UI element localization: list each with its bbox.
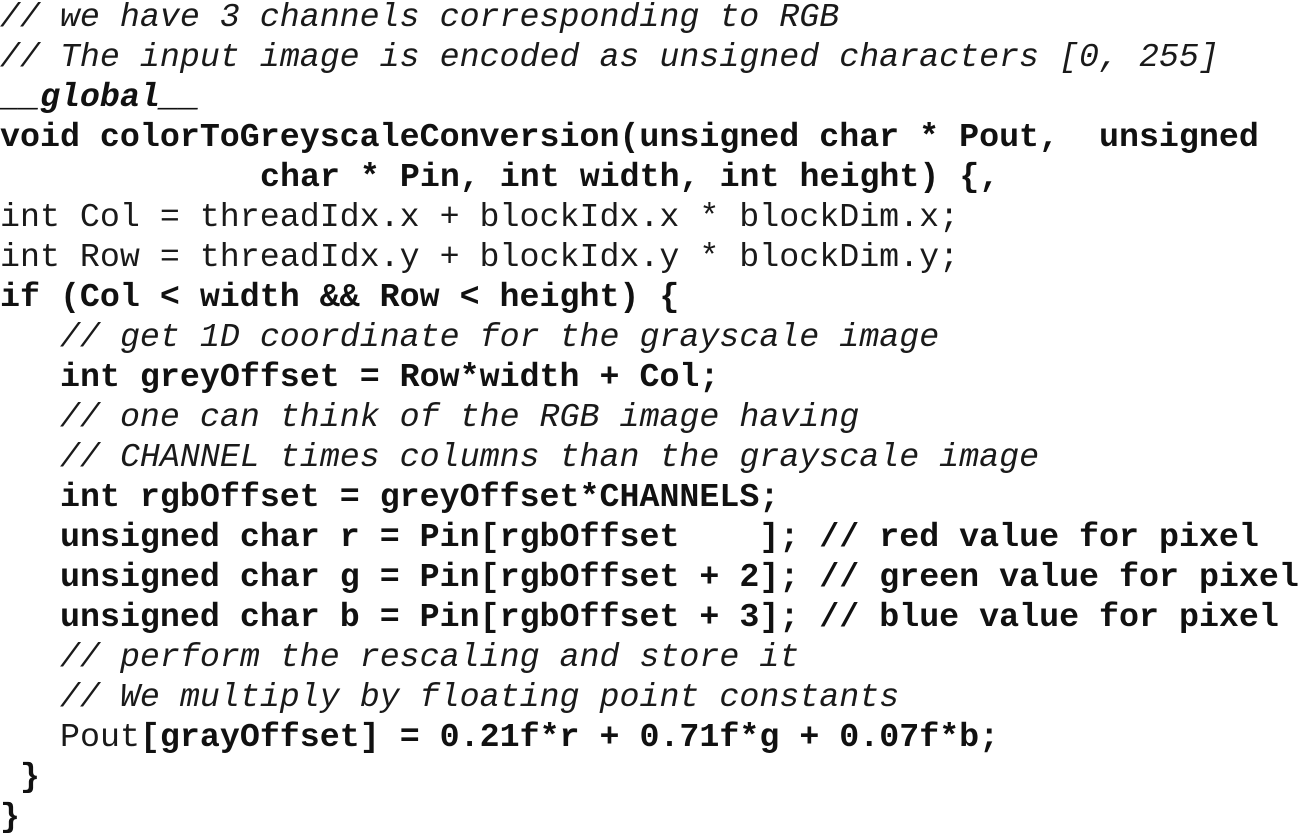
code-comment: // CHANNEL times columns than the graysc…	[60, 438, 1040, 476]
code-comment: // we have 3 channels corresponding to R…	[0, 0, 840, 36]
code-line: int rgbOffset = greyOffset*CHANNELS;	[0, 477, 779, 517]
code-token: char * Pin, int width, int height) {,	[260, 158, 1000, 196]
code-line: // CHANNEL times columns than the graysc…	[0, 437, 1039, 477]
code-line: }	[0, 797, 20, 837]
code-line: if (Col < width && Row < height) {	[0, 277, 679, 317]
code-line: int Col = threadIdx.x + blockIdx.x * blo…	[0, 197, 959, 237]
code-token: [grayOffset] = 0.21f*r + 0.71f*g + 0.07f…	[139, 718, 1000, 756]
code-comment: // We multiply by floating point constan…	[60, 678, 900, 716]
code-line: __global__	[0, 77, 200, 117]
code-comment: // get 1D coordinate for the grayscale i…	[60, 318, 940, 356]
code-line: unsigned char r = Pin[rgbOffset ]; // re…	[0, 517, 1259, 557]
code-token: unsigned char g = Pin[rgbOffset + 2]; //…	[60, 558, 1299, 596]
code-line: // The input image is encoded as unsigne…	[0, 37, 1219, 77]
code-comment: // one can think of the RGB image having	[60, 398, 860, 436]
code-token: if (Col < width && Row < height) {	[0, 278, 680, 316]
code-token: int Col = threadIdx.x + blockIdx.x * blo…	[0, 198, 960, 236]
code-comment: // perform the rescaling and store it	[60, 638, 800, 676]
code-token: unsigned char r = Pin[rgbOffset ]; // re…	[60, 518, 1259, 556]
code-line: // one can think of the RGB image having	[0, 397, 859, 437]
code-token: }	[20, 758, 40, 796]
code-line: int Row = threadIdx.y + blockIdx.y * blo…	[0, 237, 959, 277]
code-line: unsigned char b = Pin[rgbOffset + 3]; //…	[0, 597, 1279, 637]
code-line: int greyOffset = Row*width + Col;	[0, 357, 719, 397]
code-line: void colorToGreyscaleConversion(unsigned…	[0, 117, 1259, 157]
code-token: int Row = threadIdx.y + blockIdx.y * blo…	[0, 238, 960, 276]
code-token: int greyOffset = Row*width + Col;	[60, 358, 720, 396]
code-token: void colorToGreyscaleConversion(unsigned…	[0, 118, 1259, 156]
code-line: // We multiply by floating point constan…	[0, 677, 899, 717]
code-token: int rgbOffset = greyOffset*CHANNELS;	[60, 478, 780, 516]
code-line: unsigned char g = Pin[rgbOffset + 2]; //…	[0, 557, 1299, 597]
code-line: // we have 3 channels corresponding to R…	[0, 0, 839, 37]
code-comment: // The input image is encoded as unsigne…	[0, 38, 1219, 76]
code-token: unsigned char b = Pin[rgbOffset + 3]; //…	[60, 598, 1279, 636]
code-line: }	[0, 757, 40, 797]
code-line: char * Pin, int width, int height) {,	[0, 157, 999, 197]
code-line: // get 1D coordinate for the grayscale i…	[0, 317, 939, 357]
code-token: }	[0, 798, 20, 836]
code-token: Pout	[60, 718, 140, 756]
code-token: __global__	[0, 78, 200, 116]
code-line: // perform the rescaling and store it	[0, 637, 799, 677]
code-line: Pout[grayOffset] = 0.21f*r + 0.71f*g + 0…	[0, 717, 999, 757]
